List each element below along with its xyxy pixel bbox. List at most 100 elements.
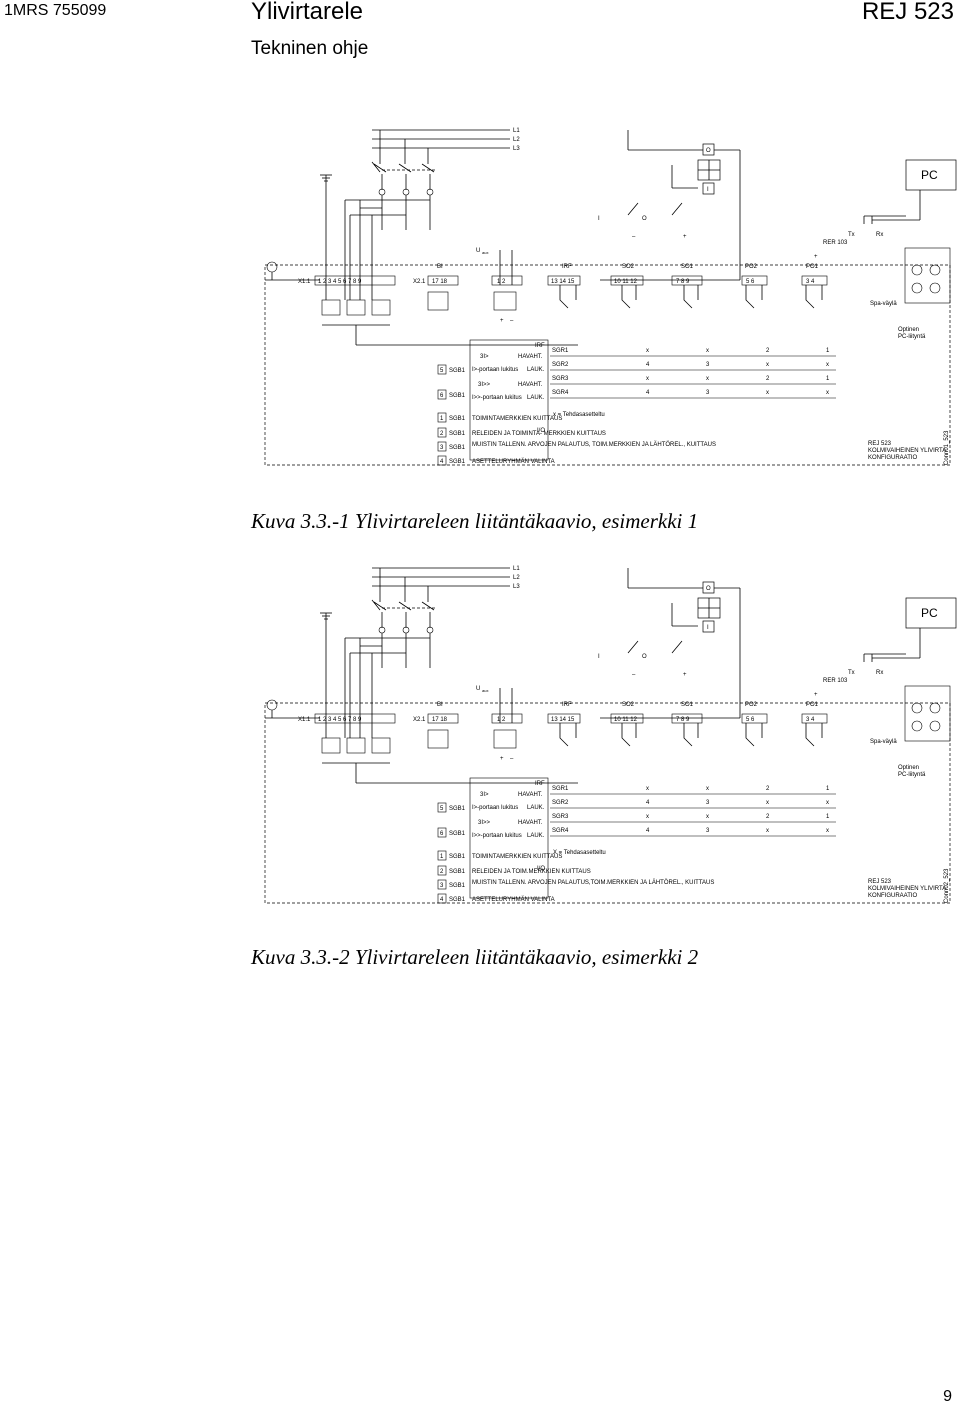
sgr-matrix: SGR1 SGR2 SGR3 SGR4 x x 2 1 4 3 x x x x … bbox=[550, 786, 836, 837]
sgb1-label-6: SGB1 bbox=[449, 831, 466, 837]
matrix-cell: 1 bbox=[826, 786, 830, 792]
matrix-cell: x bbox=[766, 800, 769, 806]
config-label-2: KOLMIVAIHEINEN YLIVIRTA bbox=[868, 886, 946, 892]
output-contacts bbox=[559, 723, 823, 747]
busbar-group: L1 L2 L3 bbox=[320, 566, 520, 738]
row-text: ASETTELURYHMÄN VALINTA bbox=[472, 896, 555, 903]
matrix-cell: x bbox=[826, 828, 829, 834]
matrix-cell: 3 bbox=[706, 800, 710, 806]
uaux-label: U bbox=[476, 248, 480, 254]
pc-box bbox=[905, 597, 957, 629]
x2-terminal-label: X2.1 bbox=[413, 279, 426, 285]
po2-terminal-numbers: 5 6 bbox=[746, 717, 755, 723]
sgb1-label-5: SGB1 bbox=[449, 368, 466, 374]
stage1-label: 3I> bbox=[480, 354, 489, 360]
stage2-lock-label: I>>-portaan lukitus bbox=[472, 395, 522, 401]
stage2-trip-label: LAUK. bbox=[527, 395, 545, 401]
figure-caption-1: Kuva 3.3.-1 Ylivirtareleen liitäntäkaavi… bbox=[251, 509, 699, 533]
row-text: MUISTIN TALLENN. ARVOJEN PALAUTUS, TOIM.… bbox=[472, 441, 716, 448]
row-number: 2 bbox=[440, 431, 444, 437]
matrix-cell: 4 bbox=[646, 390, 650, 396]
supply-plus: + bbox=[500, 318, 504, 324]
stage2-label: 3I>> bbox=[478, 382, 491, 388]
x2-terminal-numbers: 17 18 bbox=[432, 279, 448, 285]
plus-label: + bbox=[683, 672, 687, 678]
matrix-cell: x bbox=[766, 828, 769, 834]
close-coil bbox=[702, 620, 715, 633]
matrix-cell: 3 bbox=[706, 362, 710, 368]
relay-enclosure bbox=[264, 702, 951, 904]
config-label-1: REJ 523 bbox=[868, 441, 892, 447]
config-label-3: KONFIGURAATIO bbox=[868, 455, 918, 461]
row-sgb: SGB1 bbox=[449, 897, 466, 903]
matrix-cell: x bbox=[706, 786, 709, 792]
matrix-cell: x bbox=[766, 362, 769, 368]
matrix-cell: x bbox=[826, 800, 829, 806]
so1-label: SO1 bbox=[681, 702, 694, 708]
sgr-matrix: SGR1 SGR2 SGR3 SGR4 x x 2 1 4 3 x x x x … bbox=[550, 348, 836, 399]
pc-label: PC bbox=[921, 168, 938, 182]
current-transformer-inputs bbox=[321, 737, 578, 784]
matrix-cell: 2 bbox=[766, 814, 770, 820]
pc-box bbox=[905, 159, 957, 191]
x1-terminal-label: X1.1 bbox=[298, 717, 311, 723]
row-sgb: SGB1 bbox=[449, 431, 466, 437]
stage2-start-label: HAVAHT. bbox=[518, 382, 543, 388]
document-title: Ylivirtarele bbox=[251, 0, 364, 25]
sgb-number-6: 6 bbox=[440, 831, 444, 837]
stage2-start-label: HAVAHT. bbox=[518, 820, 543, 826]
control-switch-group: O I I O – + bbox=[598, 130, 741, 281]
row-text: TOIMINTAMERKKIEN KUITTAUS bbox=[472, 854, 562, 860]
stage1-lock-label: I>-portaan lukitus bbox=[472, 805, 518, 811]
matrix-cell: x bbox=[766, 390, 769, 396]
sgr-label: SGR4 bbox=[552, 390, 569, 396]
po1-terminal-numbers: 3 4 bbox=[806, 717, 815, 723]
close-coil-label: I bbox=[707, 625, 709, 631]
aux-terminal-numbers: 1 2 bbox=[497, 279, 506, 285]
stage2-trip-label: LAUK. bbox=[527, 833, 545, 839]
matrix-cell: 1 bbox=[826, 348, 830, 354]
open-coil-label: O bbox=[706, 586, 711, 592]
x1-terminal-numbers: 1 2 3 4 5 6 7 8 9 bbox=[318, 717, 362, 723]
matrix-cell: 2 bbox=[766, 348, 770, 354]
close-coil bbox=[702, 182, 715, 195]
rer-label: RER 103 bbox=[823, 240, 848, 246]
supply-plus: + bbox=[500, 756, 504, 762]
sgr-label: SGR3 bbox=[552, 814, 569, 820]
stage2-label: 3I>> bbox=[478, 820, 491, 826]
matrix-cell: x bbox=[706, 376, 709, 382]
optional-pc-label-2: PC-liityntä bbox=[898, 334, 926, 340]
busbar-group: L1 L2 L3 bbox=[320, 128, 520, 300]
row-number: 3 bbox=[440, 445, 444, 451]
supply-minus: – bbox=[510, 318, 514, 324]
matrix-cell: 1 bbox=[826, 814, 830, 820]
config-label-3: KONFIGURAATIO bbox=[868, 893, 918, 899]
x2-terminal-numbers: 17 18 bbox=[432, 717, 448, 723]
stage1-trip-label: LAUK. bbox=[527, 805, 545, 811]
row-number: 4 bbox=[440, 897, 444, 903]
open-coil-label: O bbox=[706, 148, 711, 154]
po1-label: PO1 bbox=[806, 702, 819, 708]
so1-label: SO1 bbox=[681, 264, 694, 270]
figure-caption-2: Kuva 3.3.-2 Ylivirtareleen liitäntäkaavi… bbox=[251, 945, 699, 969]
matrix-cell: x bbox=[706, 348, 709, 354]
row-sgb: SGB1 bbox=[449, 869, 466, 875]
matrix-cell: x bbox=[826, 362, 829, 368]
so1-terminal-numbers: 7 8 9 bbox=[676, 279, 690, 285]
sgb1-label-6: SGB1 bbox=[449, 393, 466, 399]
irf-terminal-numbers: 13 14 15 bbox=[551, 717, 575, 723]
matrix-cell: 3 bbox=[706, 390, 710, 396]
so2-label: SO2 bbox=[622, 264, 635, 270]
minus-label: – bbox=[632, 234, 636, 240]
matrix-cell: x bbox=[646, 786, 649, 792]
function-block bbox=[469, 777, 549, 899]
sgr-label: SGR1 bbox=[552, 348, 569, 354]
matrix-cell: 3 bbox=[706, 828, 710, 834]
rer-plus: + bbox=[814, 692, 818, 698]
row-number: 1 bbox=[440, 416, 444, 422]
uaux-sub: aux bbox=[482, 250, 488, 255]
rx-label: Rx bbox=[876, 670, 883, 676]
bi-label: BI bbox=[437, 702, 443, 708]
so1-terminal-numbers: 7 8 9 bbox=[676, 717, 690, 723]
rer-plus: + bbox=[814, 254, 818, 260]
